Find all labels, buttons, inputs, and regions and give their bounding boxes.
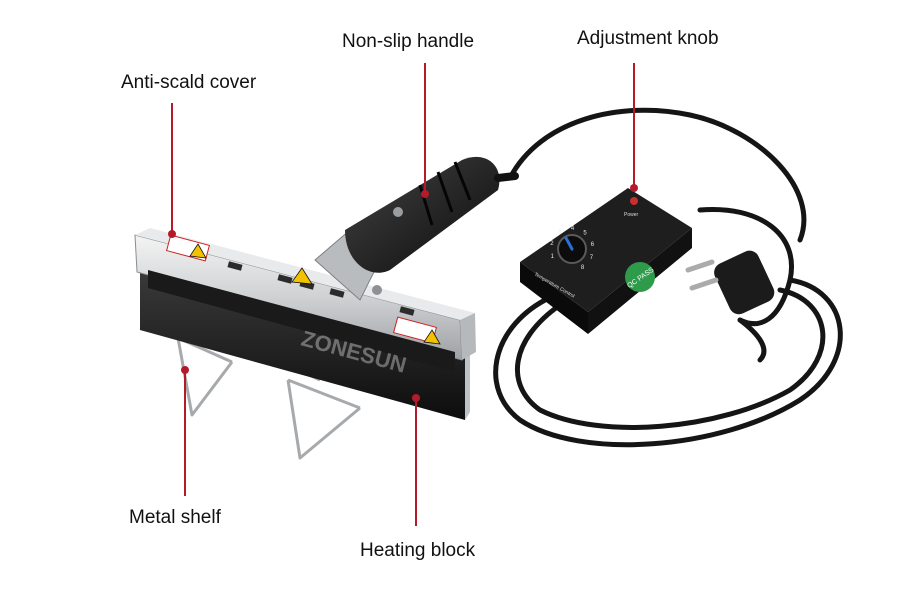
leader-dot-metal-shelf <box>181 366 189 374</box>
power-indicator-icon <box>630 197 638 205</box>
leader-dot-non-slip-handle <box>421 190 429 198</box>
leader-dot-adjustment-knob <box>630 184 638 192</box>
non-slip-handle-body <box>345 156 519 273</box>
dial-numbers: 1 23 4 56 78 <box>550 226 595 271</box>
dial-number: 8 <box>581 265 585 271</box>
label-non-slip-handle: Non-slip handle <box>342 31 475 52</box>
controller-power-label: Power <box>624 212 639 218</box>
leader-dot-anti-scald-cover <box>168 230 176 238</box>
dial-number: 7 <box>590 255 594 261</box>
dial-number: 5 <box>583 231 587 237</box>
dial-number: 4 <box>571 226 575 232</box>
dial-number: 3 <box>558 230 562 236</box>
label-heating-block: Heating block <box>360 540 476 561</box>
dial-number: 2 <box>550 241 554 247</box>
power-cord <box>493 107 843 448</box>
leader-line-adjustment-knob <box>633 63 635 187</box>
leader-line-metal-shelf <box>184 370 186 496</box>
label-adjustment-knob: Adjustment knob <box>577 28 719 49</box>
leader-line-anti-scald-cover <box>171 103 173 233</box>
label-metal-shelf: Metal shelf <box>129 507 221 528</box>
anti-scald-cover-body <box>134 228 476 372</box>
leader-dot-heating-block <box>412 394 420 402</box>
dial-number: 1 <box>551 254 555 260</box>
qc-pass-badge <box>625 262 655 292</box>
warning-sticker-right <box>392 316 441 345</box>
warning-sticker-center <box>291 267 313 285</box>
warning-sticker <box>165 234 211 262</box>
dial-number: 6 <box>591 242 595 248</box>
leader-line-heating-block <box>415 398 417 526</box>
leader-line-non-slip-handle <box>424 63 426 193</box>
plug-icon <box>685 250 775 315</box>
label-anti-scald-cover: Anti-scald cover <box>121 72 257 93</box>
temperature-controller: Power Temperature Control QC PASS 123456… <box>520 188 692 334</box>
